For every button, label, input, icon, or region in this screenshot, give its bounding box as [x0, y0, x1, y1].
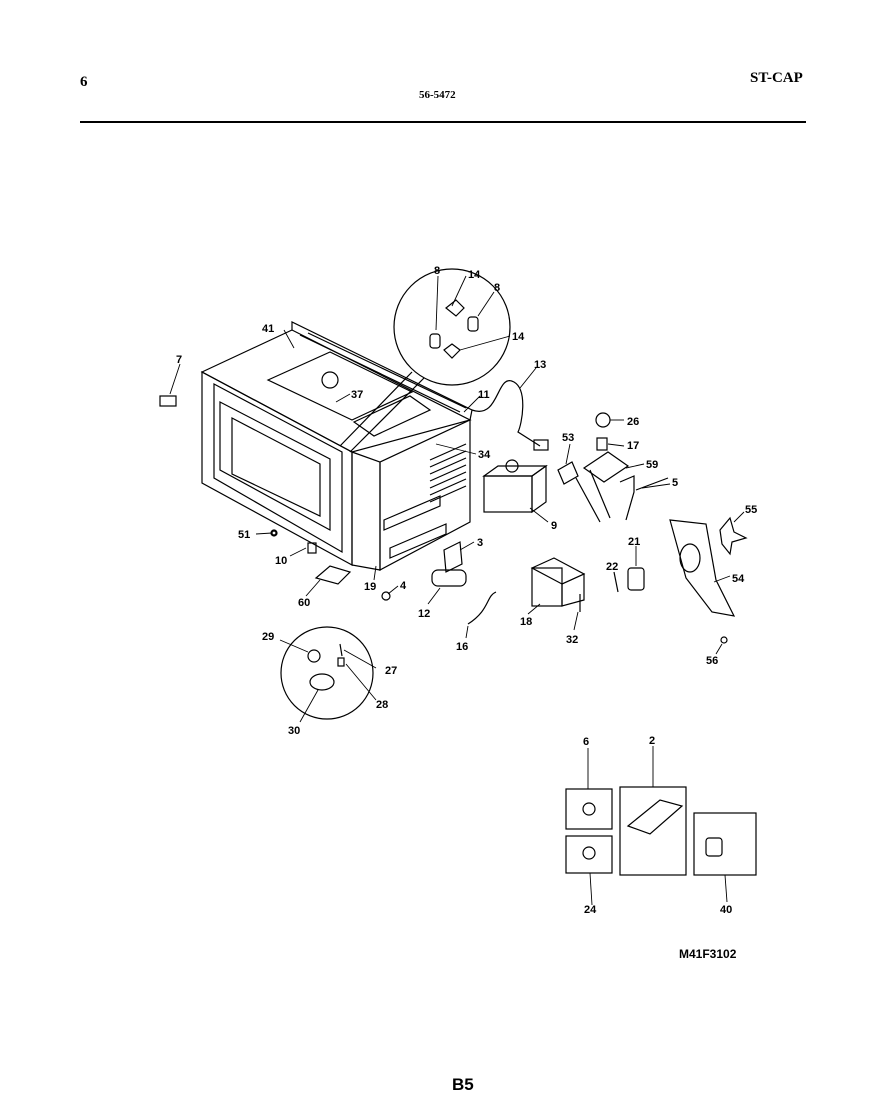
callout-labels: 41 7 37 8 14 8 14 13 11 34 26 17 53 59 5… [176, 265, 757, 916]
callout-3: 3 [477, 537, 483, 549]
callout-27: 27 [385, 665, 397, 677]
callout-18: 18 [520, 616, 532, 628]
callout-28: 28 [376, 699, 388, 711]
callout-8b: 8 [494, 282, 500, 294]
small-parts [159, 380, 748, 644]
inset-boxes [565, 786, 757, 876]
callout-13: 13 [534, 359, 546, 371]
model-code: M41F3102 [679, 947, 737, 961]
document-number: 56-5472 [419, 89, 456, 101]
callout-19: 19 [364, 581, 376, 593]
page-number: 6 [80, 74, 88, 90]
brand-code: ST-CAP [750, 70, 803, 86]
callout-24: 24 [584, 904, 597, 916]
callout-32: 32 [566, 634, 578, 646]
callout-56: 56 [706, 655, 718, 667]
callout-40: 40 [720, 904, 732, 916]
detail-circle-bottom [280, 626, 374, 720]
callout-51: 51 [238, 529, 250, 541]
callout-2: 2 [649, 735, 655, 747]
cabinet-vents [429, 443, 467, 503]
callout-59: 59 [646, 459, 658, 471]
header-rule [80, 121, 806, 123]
callout-37: 37 [351, 389, 363, 401]
callout-6: 6 [583, 736, 589, 748]
callout-8a: 8 [434, 265, 440, 277]
callout-5: 5 [672, 477, 678, 489]
callout-12: 12 [418, 608, 430, 620]
callout-22: 22 [606, 561, 618, 573]
callout-14b: 14 [512, 331, 525, 343]
callout-10: 10 [275, 555, 287, 567]
detail-circle-top [339, 268, 511, 453]
callout-11: 11 [478, 389, 490, 401]
callout-60: 60 [298, 597, 310, 609]
callout-16: 16 [456, 641, 468, 653]
cabinet-drawing [200, 321, 473, 571]
callout-53: 53 [562, 432, 574, 444]
callout-7: 7 [176, 354, 182, 366]
callout-26: 26 [627, 416, 639, 428]
callout-29: 29 [262, 631, 274, 643]
callout-14a: 14 [468, 269, 481, 281]
footer-code: B5 [452, 1075, 474, 1094]
leader-lines [169, 275, 745, 906]
callout-55: 55 [745, 504, 757, 516]
callout-54: 54 [732, 573, 745, 585]
callout-34: 34 [478, 449, 491, 461]
callout-4: 4 [400, 580, 407, 592]
callout-30: 30 [288, 725, 300, 737]
callout-9: 9 [551, 520, 557, 532]
callout-17: 17 [627, 440, 639, 452]
callout-41: 41 [262, 323, 274, 335]
callout-21: 21 [628, 536, 640, 548]
